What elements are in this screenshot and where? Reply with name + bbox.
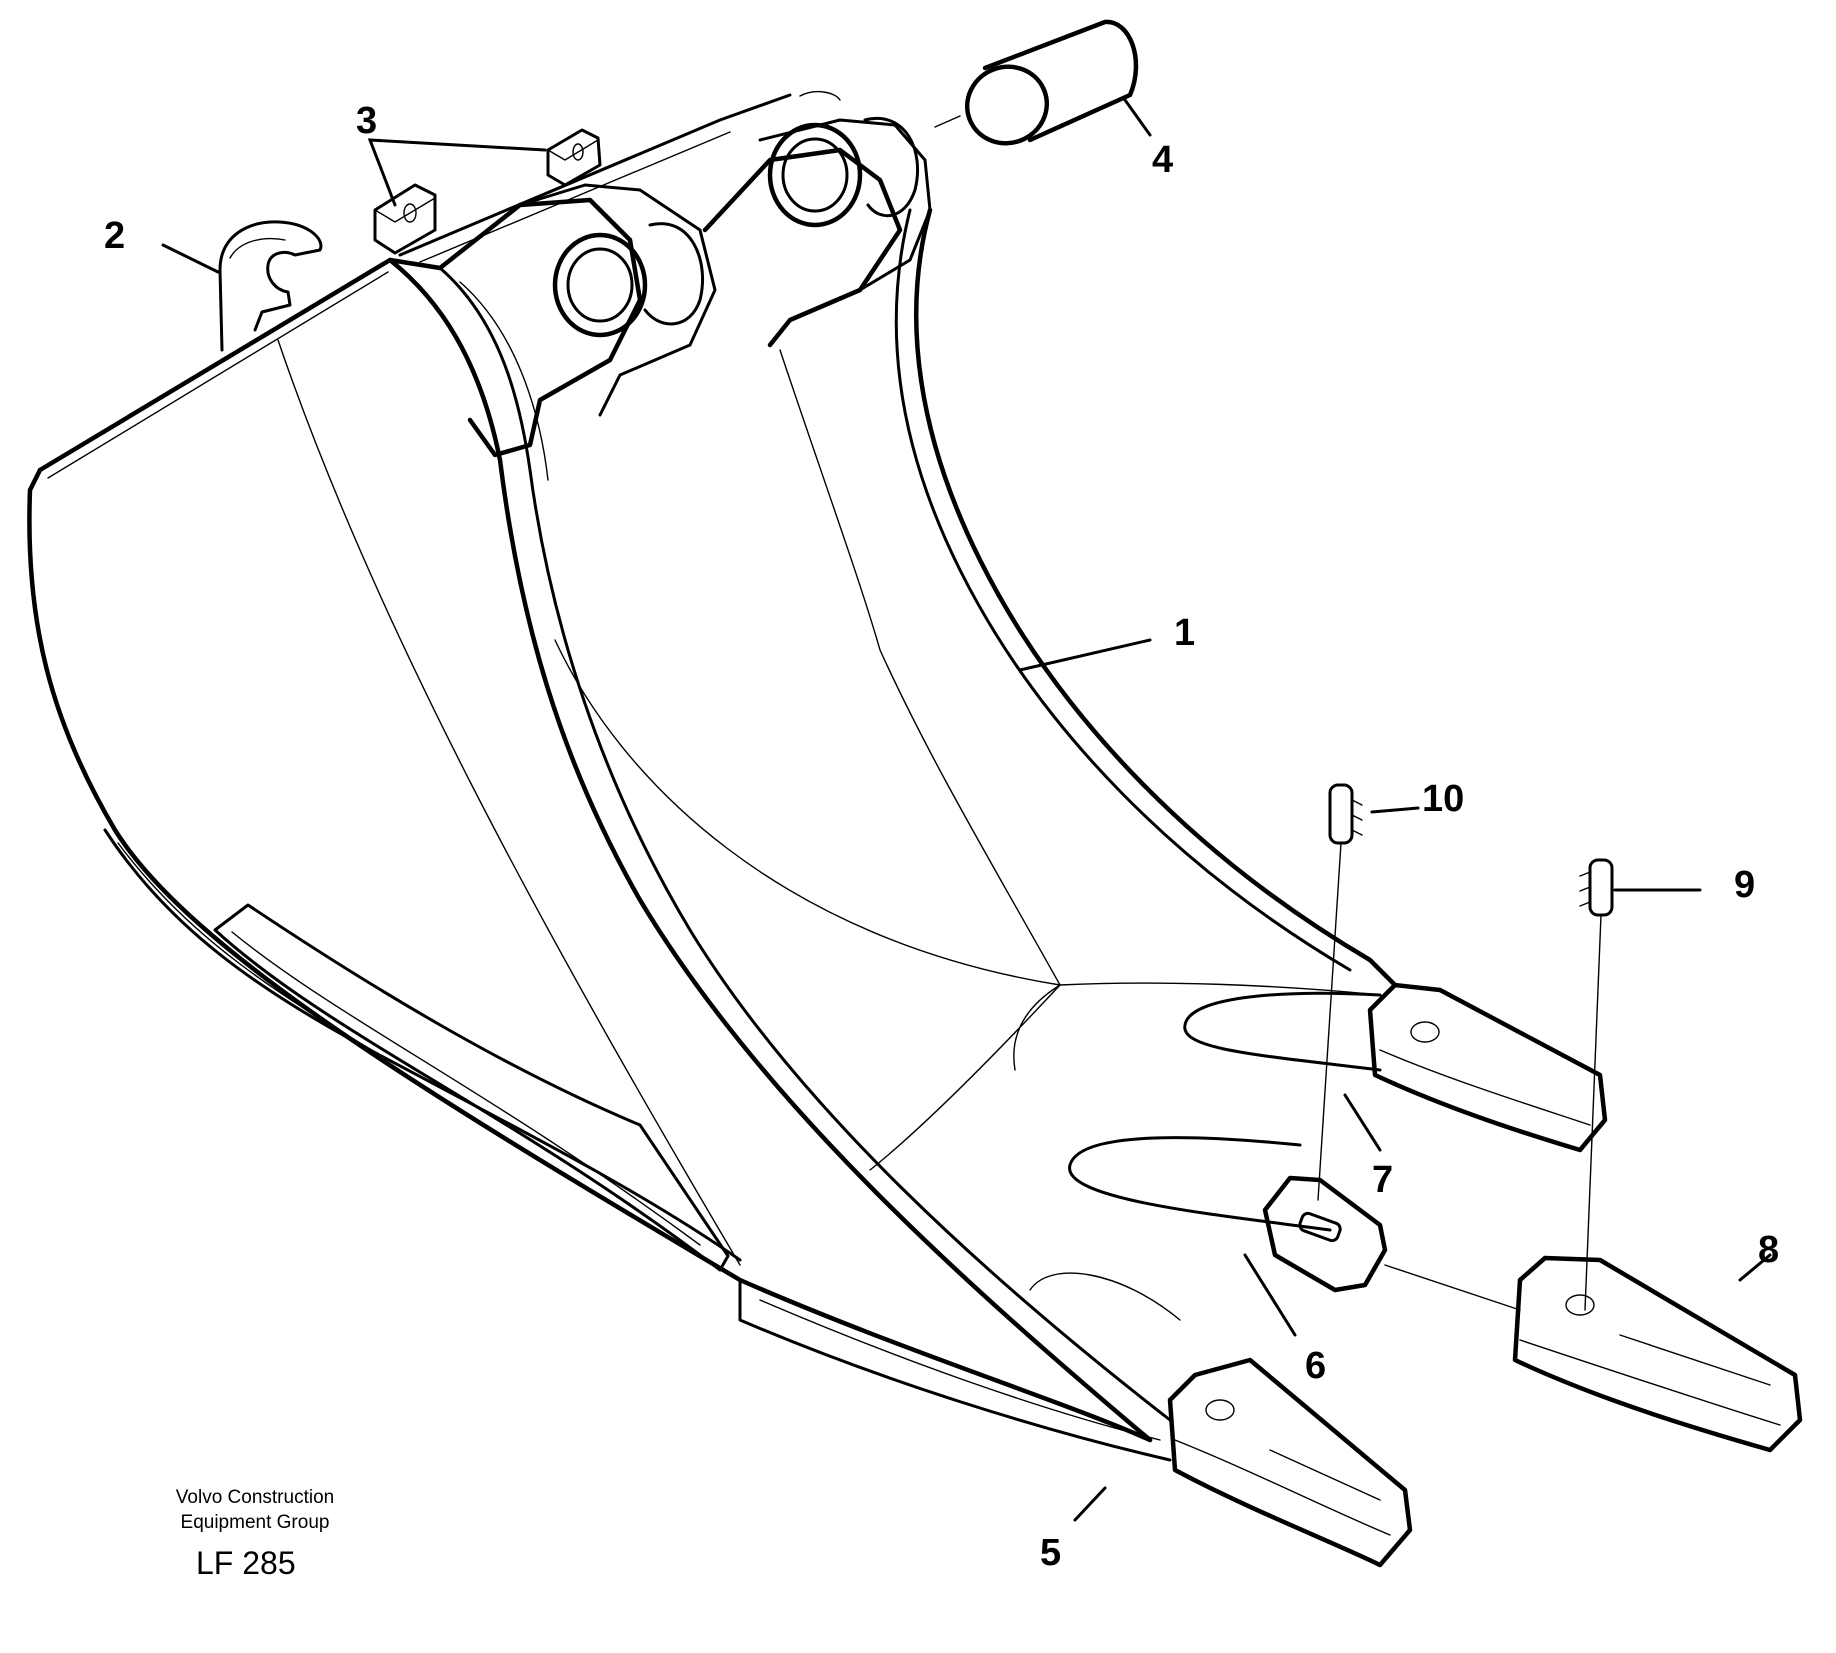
callout-6: 6 [1305, 1345, 1326, 1387]
callout-4: 4 [1152, 139, 1173, 181]
company-name-line1: Volvo Construction [175, 1487, 335, 1508]
callout-9: 9 [1734, 864, 1755, 906]
hinge-brackets [398, 90, 932, 458]
callout-2: 2 [104, 215, 125, 257]
callout-7: 7 [1372, 1159, 1393, 1201]
retainer-pin-9 [1579, 858, 1614, 1311]
lifting-eye [218, 220, 323, 352]
callouts: 1 2 3 4 5 6 7 8 9 10 [104, 100, 1779, 1574]
pin [934, 19, 1139, 146]
company-name-line2: Equipment Group [180, 1512, 330, 1533]
lugs [373, 128, 602, 255]
tooth-spare [1512, 1255, 1803, 1453]
callout-10: 10 [1422, 778, 1464, 820]
adapter [1262, 1175, 1388, 1293]
tooth-front [1167, 1357, 1413, 1568]
retainer-pin-10 [1317, 783, 1363, 1201]
figure-code: LF 285 [196, 1545, 296, 1581]
bucket-body [27, 207, 1398, 1462]
leader-lines [161, 98, 1772, 1522]
tooth-middle [1367, 982, 1608, 1153]
callout-1: 1 [1174, 612, 1195, 654]
callout-8: 8 [1758, 1229, 1779, 1271]
footer: Volvo Construction Equipment Group LF 28… [150, 1485, 360, 1581]
callout-3: 3 [356, 100, 377, 142]
callout-5: 5 [1040, 1532, 1061, 1574]
